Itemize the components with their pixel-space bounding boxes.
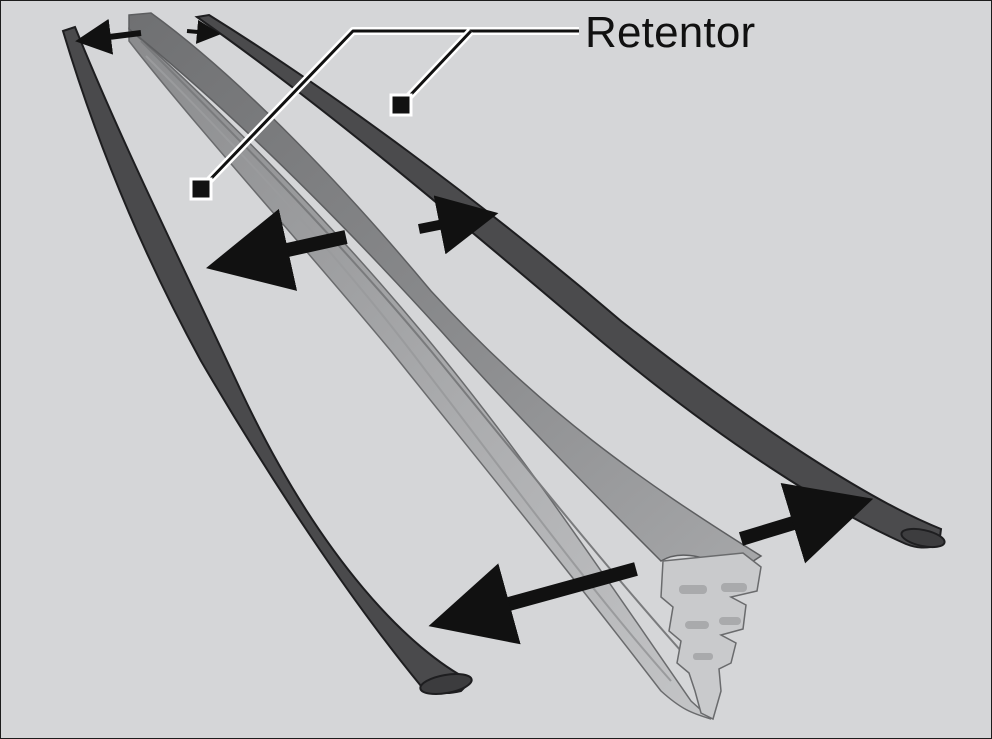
callout-marker-icon (389, 93, 413, 117)
retainer-strip-left (61, 25, 473, 695)
callout-marker-icon (189, 177, 213, 201)
double-headed-arrow-icon (75, 18, 874, 645)
retentor-label: Retentor (585, 8, 756, 57)
callout-leaders (189, 27, 579, 201)
